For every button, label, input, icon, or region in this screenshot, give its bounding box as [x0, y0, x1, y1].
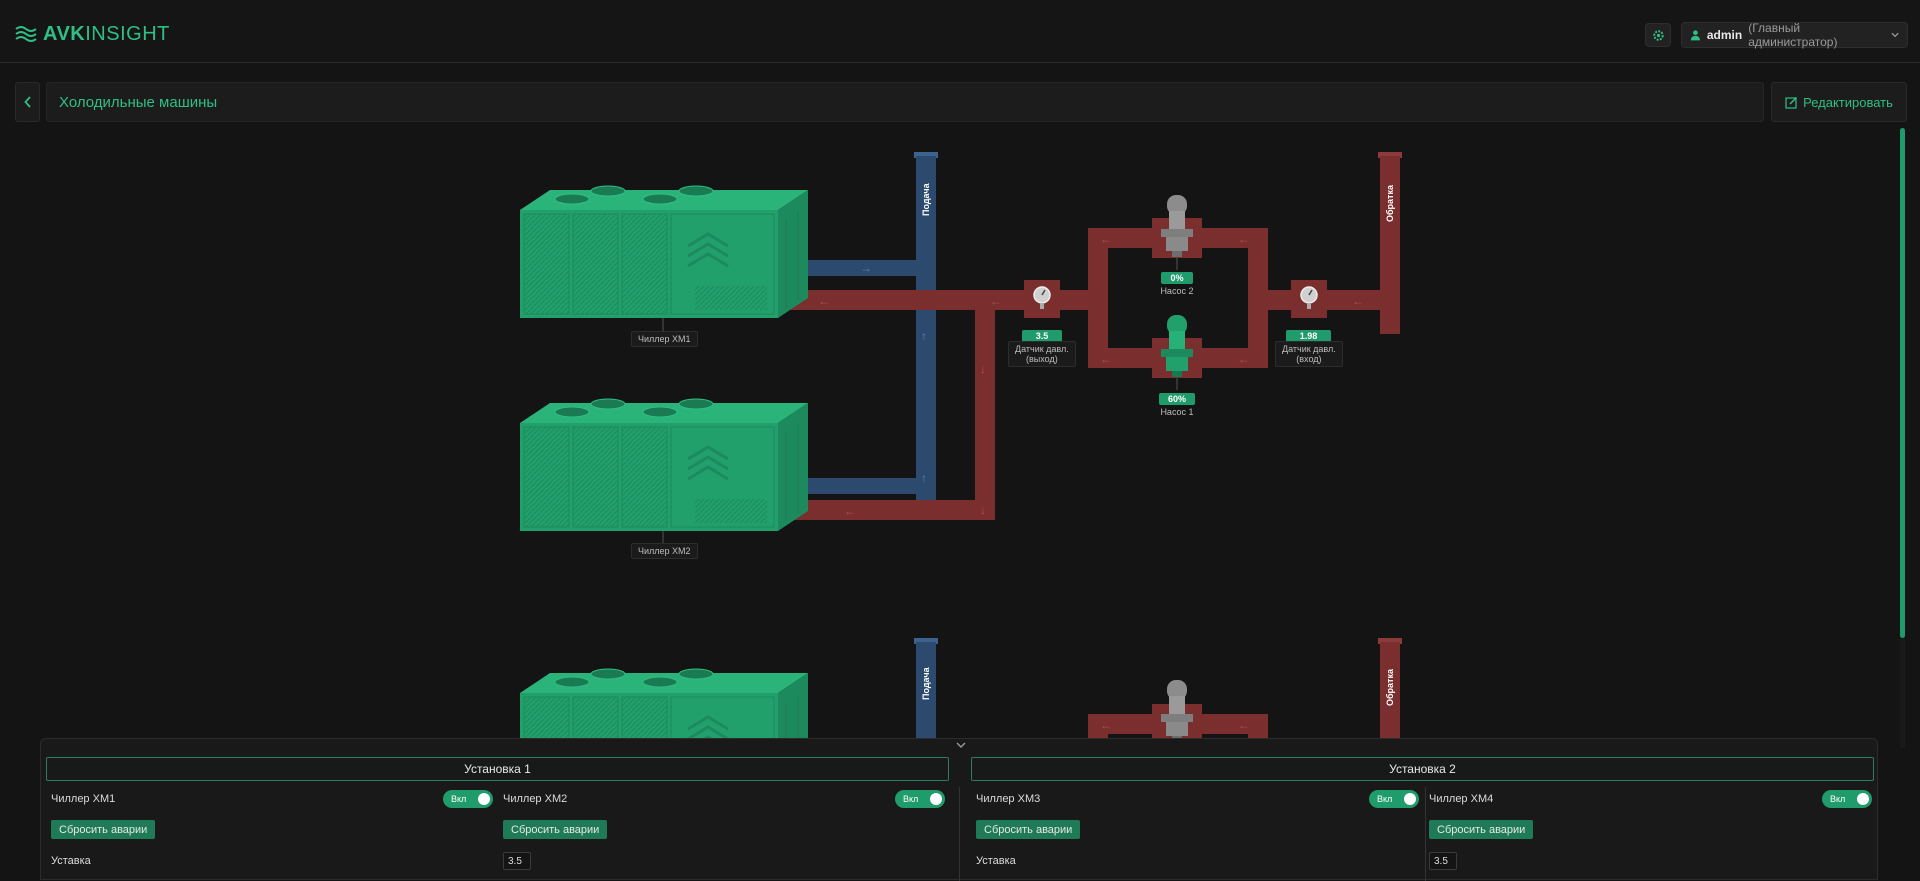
svg-text:↑: ↑ — [921, 471, 927, 485]
chiller-toggle[interactable]: Вкл — [1822, 790, 1872, 808]
chevron-left-icon — [23, 96, 31, 108]
user-role: (Главный администратор) — [1748, 21, 1838, 49]
user-icon — [1690, 30, 1700, 41]
chiller-toggle[interactable]: Вкл — [443, 790, 493, 808]
unit-2-title[interactable]: Установка 2 — [971, 757, 1874, 781]
chiller-toggle[interactable]: Вкл — [895, 790, 945, 808]
svg-text:←: ← — [1238, 352, 1250, 366]
setpoint-input[interactable]: 3.5 — [503, 852, 531, 870]
supply-pipe: → ↑ ↑ — [800, 152, 938, 738]
svg-text:←: ← — [1352, 294, 1364, 308]
reset-alarms-button[interactable]: Сбросить аварии — [503, 820, 608, 839]
scrollbar-thumb[interactable] — [1900, 128, 1905, 638]
svg-text:←: ← — [1100, 232, 1112, 246]
chiller-name: Чиллер ХМ3 — [976, 793, 1041, 805]
chiller-toggle[interactable]: Вкл — [1369, 790, 1419, 808]
svg-text:←: ← — [1100, 352, 1112, 366]
pump-value: 0% — [1161, 272, 1193, 284]
edit-icon — [1785, 96, 1798, 109]
back-button[interactable] — [15, 82, 40, 122]
chiller-unit-3[interactable] — [518, 667, 810, 738]
logo-text: AVKINSIGHT — [43, 22, 170, 45]
reset-alarms-button[interactable]: Сбросить аварии — [51, 820, 156, 839]
svg-text:←: ← — [990, 294, 1002, 308]
page-title: Холодильные машины — [46, 82, 1764, 122]
top-bar: AVKINSIGHT admin (Главный администратор) — [0, 0, 1920, 63]
sensor-label: Датчик давл.(вход) — [1275, 341, 1343, 367]
pump-label: Насос 2 — [1160, 286, 1194, 296]
chiller-label: Чиллер ХМ1 — [631, 331, 698, 347]
svg-text:↓: ↓ — [980, 362, 986, 376]
user-name: admin — [1706, 28, 1743, 42]
setpoint-input[interactable]: 3.5 — [1429, 852, 1457, 870]
pump-value: 60% — [1159, 393, 1195, 405]
panel-divider — [1425, 787, 1426, 881]
chevron-down-icon — [1891, 32, 1899, 38]
setpoint-label: Уставка — [51, 855, 91, 867]
svg-text:←: ← — [844, 504, 856, 518]
chevron-down-icon[interactable] — [953, 739, 969, 751]
schema-svg: → ↑ ↑ ← ← ← ← ← — [518, 152, 1402, 738]
svg-text:←: ← — [818, 294, 830, 308]
svg-text:←: ← — [1100, 718, 1112, 732]
app-logo[interactable]: AVKINSIGHT — [15, 22, 170, 46]
gear-icon — [1652, 29, 1664, 41]
return-pipe-label: Обратка — [1385, 185, 1395, 222]
chiller-unit-1[interactable] — [518, 184, 810, 320]
chiller-unit-2[interactable] — [518, 397, 810, 533]
chiller-name: Чиллер ХМ1 — [51, 793, 116, 805]
edit-button-label: Редактировать — [1803, 94, 1893, 110]
user-menu-button[interactable]: admin (Главный администратор) — [1681, 21, 1908, 49]
supply-pipe-label: Подача — [921, 667, 931, 700]
sensor-label: Датчик давл.(выход) — [1008, 341, 1076, 367]
pump-label: Насос 1 — [1160, 407, 1194, 417]
reset-alarms-button[interactable]: Сбросить аварии — [976, 820, 1081, 839]
svg-text:↑: ↑ — [921, 329, 927, 343]
return-pipe-label: Обратка — [1385, 669, 1395, 706]
svg-text:→: → — [860, 261, 872, 275]
logo-waves-icon — [15, 26, 37, 42]
chiller-label: Чиллер ХМ2 — [631, 543, 698, 559]
chiller-name: Чиллер ХМ4 — [1429, 793, 1494, 805]
edit-button[interactable]: Редактировать — [1771, 82, 1907, 122]
supply-pipe-label: Подача — [921, 183, 931, 216]
svg-text:←: ← — [1238, 718, 1250, 732]
reset-alarms-button[interactable]: Сбросить аварии — [1429, 820, 1534, 839]
unit-1-title[interactable]: Установка 1 — [46, 757, 949, 781]
svg-text:←: ← — [1238, 232, 1250, 246]
settings-button[interactable] — [1645, 23, 1671, 47]
chiller-name: Чиллер ХМ2 — [503, 793, 568, 805]
svg-text:↓: ↓ — [980, 503, 986, 517]
control-panel: Установка 1 Чиллер ХМ1 Вкл Сбросить авар… — [40, 738, 1878, 881]
panel-divider — [959, 787, 960, 881]
setpoint-label: Уставка — [976, 855, 1016, 867]
return-pipe: ← ← ← ← ← ← ← ↓ ↓ ← ← ← — [756, 152, 1402, 738]
schema-diagram: → ↑ ↑ ← ← ← ← ← — [0, 128, 1900, 738]
